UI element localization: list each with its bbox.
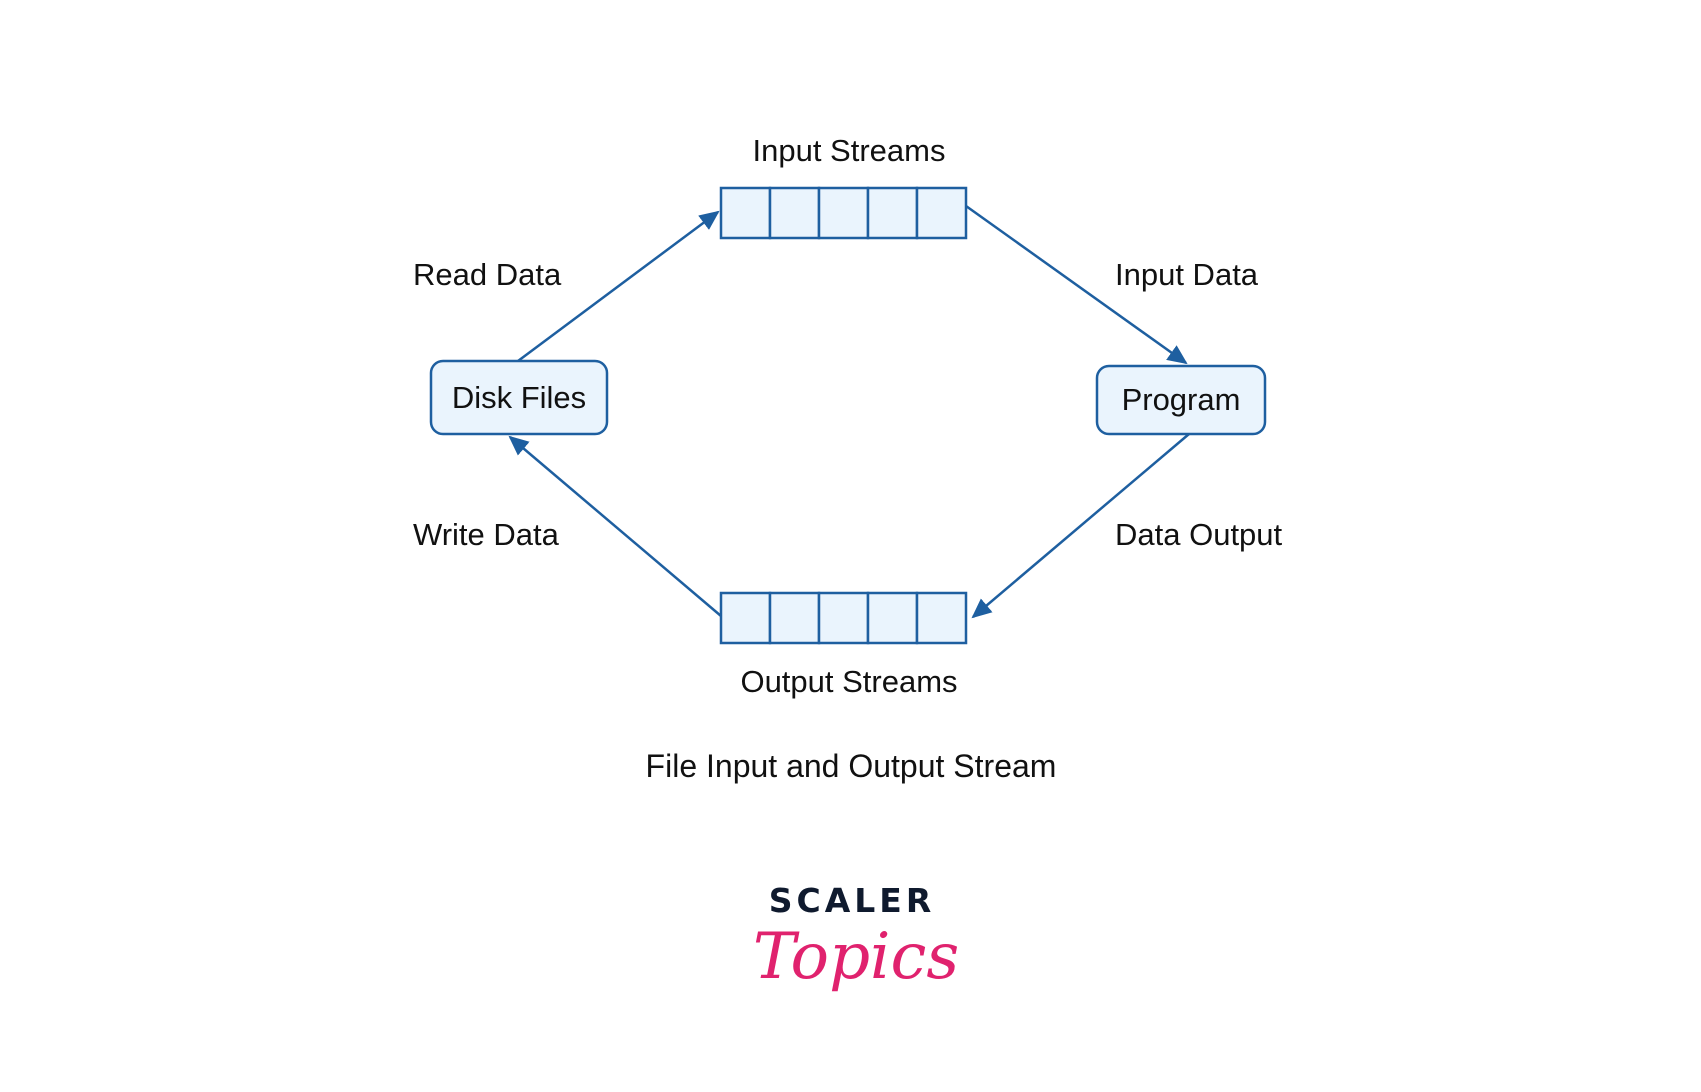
disk-files-label: Disk Files bbox=[452, 380, 586, 415]
output-stream-cell bbox=[817, 591, 870, 645]
output-streams-label: Output Streams bbox=[740, 664, 957, 699]
program-label: Program bbox=[1122, 382, 1241, 417]
read-data-arrow bbox=[517, 210, 720, 363]
logo-scaler-text: SCALER bbox=[769, 881, 936, 920]
input-stream-cell bbox=[915, 186, 968, 240]
program-node: Program bbox=[1095, 364, 1267, 436]
output-stream-cell bbox=[915, 591, 968, 645]
input-data-label: Input Data bbox=[1115, 257, 1259, 292]
input-stream-buffer bbox=[719, 186, 968, 240]
output-stream-cell bbox=[768, 591, 821, 645]
input-data-arrow bbox=[965, 204, 1188, 365]
write-data-label: Write Data bbox=[413, 517, 560, 552]
input-stream-cell bbox=[719, 186, 772, 240]
input-stream-cell bbox=[768, 186, 821, 240]
output-stream-cell bbox=[866, 591, 919, 645]
program-box bbox=[1095, 364, 1267, 436]
diagram-caption: File Input and Output Stream bbox=[646, 748, 1057, 784]
write-data-arrow bbox=[508, 435, 722, 617]
logo-topics-text: Topics bbox=[753, 920, 959, 994]
input-streams-label: Input Streams bbox=[753, 133, 946, 168]
output-stream-cell bbox=[719, 591, 772, 645]
input-stream-cell bbox=[817, 186, 870, 240]
output-stream-buffer bbox=[719, 591, 968, 645]
input-stream-cell bbox=[866, 186, 919, 240]
scaler-topics-logo: SCALER Topics bbox=[753, 881, 959, 994]
data-output-arrow bbox=[971, 433, 1190, 619]
read-data-label: Read Data bbox=[413, 257, 562, 292]
data-output-label: Data Output bbox=[1115, 517, 1283, 552]
disk-files-node: Disk Files bbox=[429, 359, 609, 436]
